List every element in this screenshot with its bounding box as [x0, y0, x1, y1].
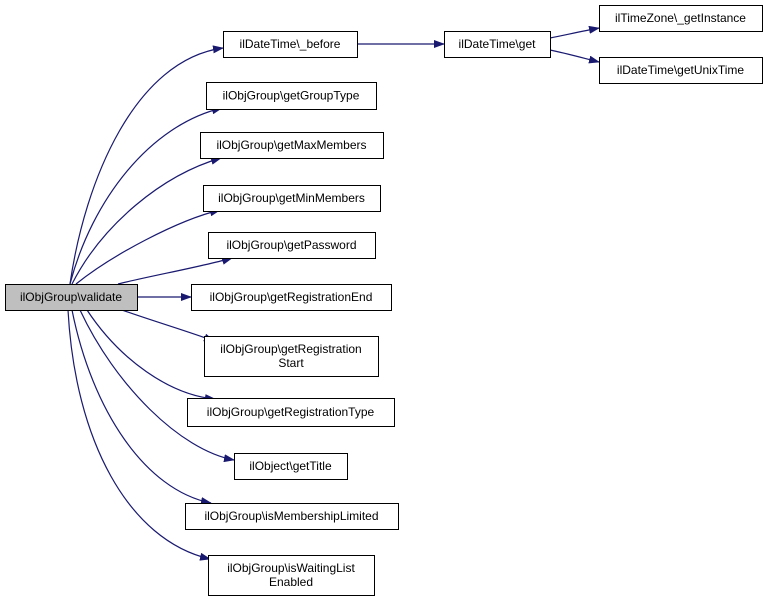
node-label: ilObjGroup\isWaitingList [227, 561, 355, 575]
node-label: ilObjGroup\isMembershipLimited [204, 509, 378, 523]
node-label: ilObjGroup\getMinMembers [218, 191, 365, 205]
edge-line [121, 309, 215, 342]
node-box [203, 185, 381, 212]
edge-line [79, 309, 235, 463]
node-regend[interactable]: ilObjGroup\getRegistrationEnd [191, 284, 392, 311]
node-password[interactable]: ilObjGroup\getPassword [208, 232, 376, 259]
node-box [599, 57, 763, 84]
node-label: ilObjGroup\getRegistrationType [207, 405, 375, 419]
edge-line [69, 106, 223, 285]
node-label: ilObjGroup\getRegistrationEnd [210, 290, 373, 304]
edge-line [549, 25, 600, 39]
node-before[interactable]: ilDateTime\_before [223, 31, 358, 58]
node-unix[interactable]: ilDateTime\getUnixTime [599, 57, 763, 84]
node-label: ilDateTime\getUnixTime [617, 63, 744, 77]
edge-validate-to-grouptype [69, 106, 223, 285]
node-label: ilObject\getTitle [249, 459, 332, 473]
edge-validate-to-before [69, 45, 224, 285]
node-label: ilDateTime\get [459, 37, 537, 51]
node-box [444, 31, 551, 58]
node-box [208, 555, 375, 596]
node-label: ilObjGroup\getRegistration [220, 342, 361, 356]
node-minmem[interactable]: ilObjGroup\getMinMembers [203, 185, 381, 212]
edge-validate-to-password [117, 257, 233, 285]
edge-line [69, 45, 224, 285]
edge-line [75, 208, 221, 285]
node-box [5, 284, 138, 311]
edge-line [549, 49, 600, 64]
node-label: ilTimeZone\_getInstance [615, 11, 746, 25]
node-dtget[interactable]: ilDateTime\get [444, 31, 551, 58]
edge-dtget-to-unix [549, 49, 600, 64]
edges-layer [67, 25, 600, 561]
node-label: ilObjGroup\getPassword [226, 238, 356, 252]
node-label: ilDateTime\_before [240, 37, 341, 51]
node-box [208, 232, 376, 259]
edge-validate-to-regtype [86, 309, 216, 403]
node-label: ilObjGroup\getGroupType [223, 89, 360, 103]
node-validate[interactable]: ilObjGroup\validate [5, 284, 138, 311]
edge-validate-to-memlimited [71, 309, 212, 505]
node-label: Start [278, 356, 304, 370]
node-box [185, 503, 399, 530]
node-box [234, 453, 348, 480]
edge-line [86, 309, 216, 403]
edge-line [67, 309, 211, 561]
node-maxmem[interactable]: ilObjGroup\getMaxMembers [200, 132, 384, 159]
node-title[interactable]: ilObject\getTitle [234, 453, 348, 480]
node-label: ilObjGroup\validate [20, 290, 122, 304]
node-box [204, 336, 379, 377]
edge-validate-to-regstart [121, 309, 215, 342]
node-box [187, 398, 395, 427]
node-memlimited[interactable]: ilObjGroup\isMembershipLimited [185, 503, 399, 530]
node-box [599, 5, 763, 32]
edge-line [71, 309, 212, 505]
node-label: ilObjGroup\getMaxMembers [216, 138, 366, 152]
node-box [191, 284, 392, 311]
node-box [200, 132, 384, 159]
node-grouptype[interactable]: ilObjGroup\getGroupType [206, 82, 377, 110]
node-box [223, 31, 358, 58]
edge-validate-to-maxmem [71, 156, 222, 285]
node-box [206, 82, 377, 110]
edge-line [71, 156, 222, 285]
node-regtype[interactable]: ilObjGroup\getRegistrationType [187, 398, 395, 427]
node-label: Enabled [269, 575, 313, 589]
edge-validate-to-waiting [67, 309, 211, 561]
edge-validate-to-title [79, 309, 235, 463]
edge-dtget-to-tzget [549, 25, 600, 39]
edge-validate-to-minmem [75, 208, 221, 285]
edge-line [117, 257, 233, 285]
nodes-layer: ilObjGroup\validate ilDateTime\_before ilD… [5, 5, 763, 596]
node-tzget[interactable]: ilTimeZone\_getInstance [599, 5, 763, 32]
